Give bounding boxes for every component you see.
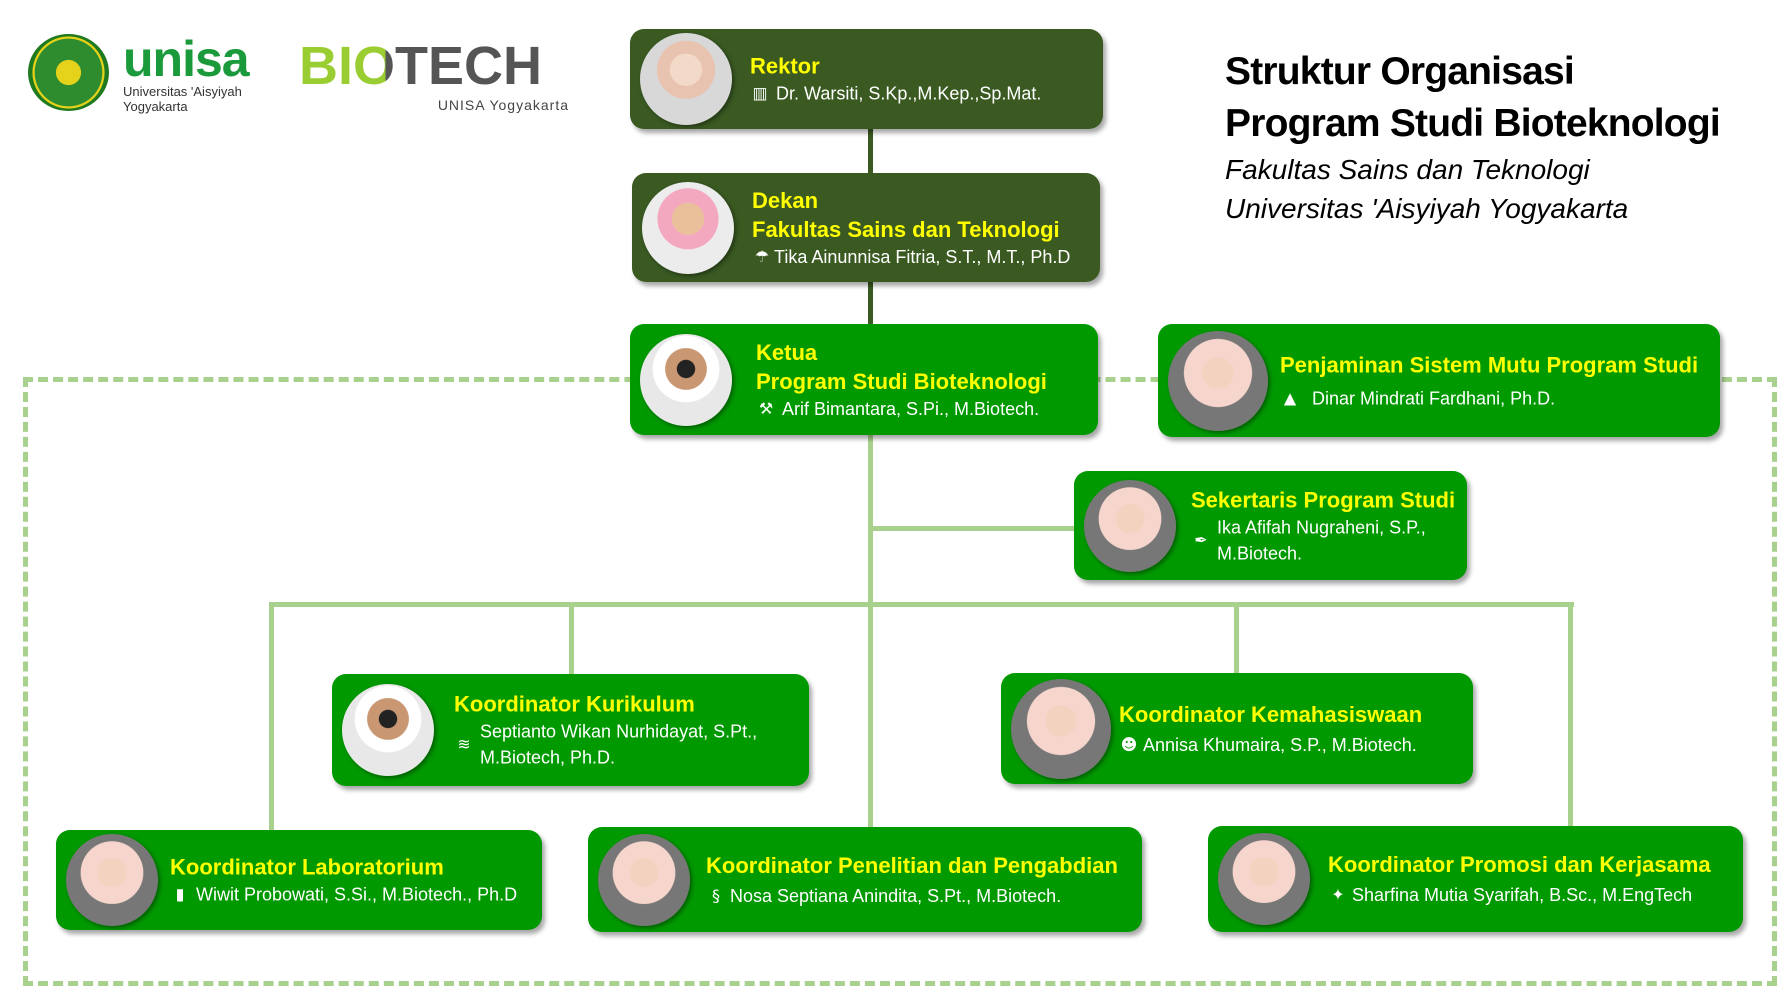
avatar <box>642 181 734 274</box>
connector-line <box>870 526 1074 531</box>
avatar <box>1168 330 1268 431</box>
connector-line <box>269 602 1574 607</box>
gavel-icon: ⚒ <box>758 398 774 418</box>
connector-line <box>1234 602 1239 675</box>
card-rektor: Rektor ▥Dr. Warsiti, S.Kp.,M.Kep.,Sp.Mat… <box>630 29 1103 129</box>
card-penelitian: Koordinator Penelitian dan Pengabdian §N… <box>588 827 1142 932</box>
card-penjaminan-mutu: Penjaminan Sistem Mutu Program Studi ▲Di… <box>1158 324 1720 437</box>
page-title: Struktur Organisasi Program Studi Biotek… <box>1225 50 1721 224</box>
dna-icon: § <box>712 885 720 905</box>
card-kurikulum: Koordinator Kurikulum ≋Septianto Wikan N… <box>332 674 809 786</box>
connector-line <box>868 435 873 830</box>
pen-icon: ✒ <box>1194 530 1208 549</box>
card-kemahasiswaan: Koordinator Kemahasiswaan ☻Annisa Khumai… <box>1001 673 1473 784</box>
umbrella-icon: ☂ <box>754 246 770 266</box>
avatar <box>640 333 732 426</box>
avatar <box>1218 833 1310 925</box>
avatar <box>342 684 434 776</box>
test-tube-icon: ▮ <box>175 884 185 904</box>
avatar <box>640 33 732 125</box>
avatar <box>1011 678 1111 779</box>
unisa-logo: unisa Universitas 'Aisyiyah Yogyakarta <box>123 31 250 114</box>
avatar <box>1084 479 1176 572</box>
avatar <box>66 834 158 926</box>
layers-icon: ≋ <box>457 734 471 754</box>
graduation-cap-icon: ▲ <box>1283 388 1297 407</box>
users-icon: ☻ <box>1120 734 1138 754</box>
handshake-icon: ✦ <box>1331 885 1345 904</box>
card-laboratorium: Koordinator Laboratorium ▮Wiwit Probowat… <box>56 830 542 930</box>
card-promosi: Koordinator Promosi dan Kerjasama ✦Sharf… <box>1208 826 1743 932</box>
connector-line <box>1568 602 1573 828</box>
card-sekretaris: Sekertaris Program Studi ✒Ika Afifah Nug… <box>1074 471 1467 580</box>
avatar <box>598 833 690 926</box>
university-seal-logo <box>28 34 109 111</box>
biotech-logo: BIOTECH UNISA Yogyakarta <box>299 36 569 113</box>
connector-line <box>269 602 274 832</box>
building-icon: ▥ <box>752 83 768 103</box>
connector-line <box>569 602 574 676</box>
